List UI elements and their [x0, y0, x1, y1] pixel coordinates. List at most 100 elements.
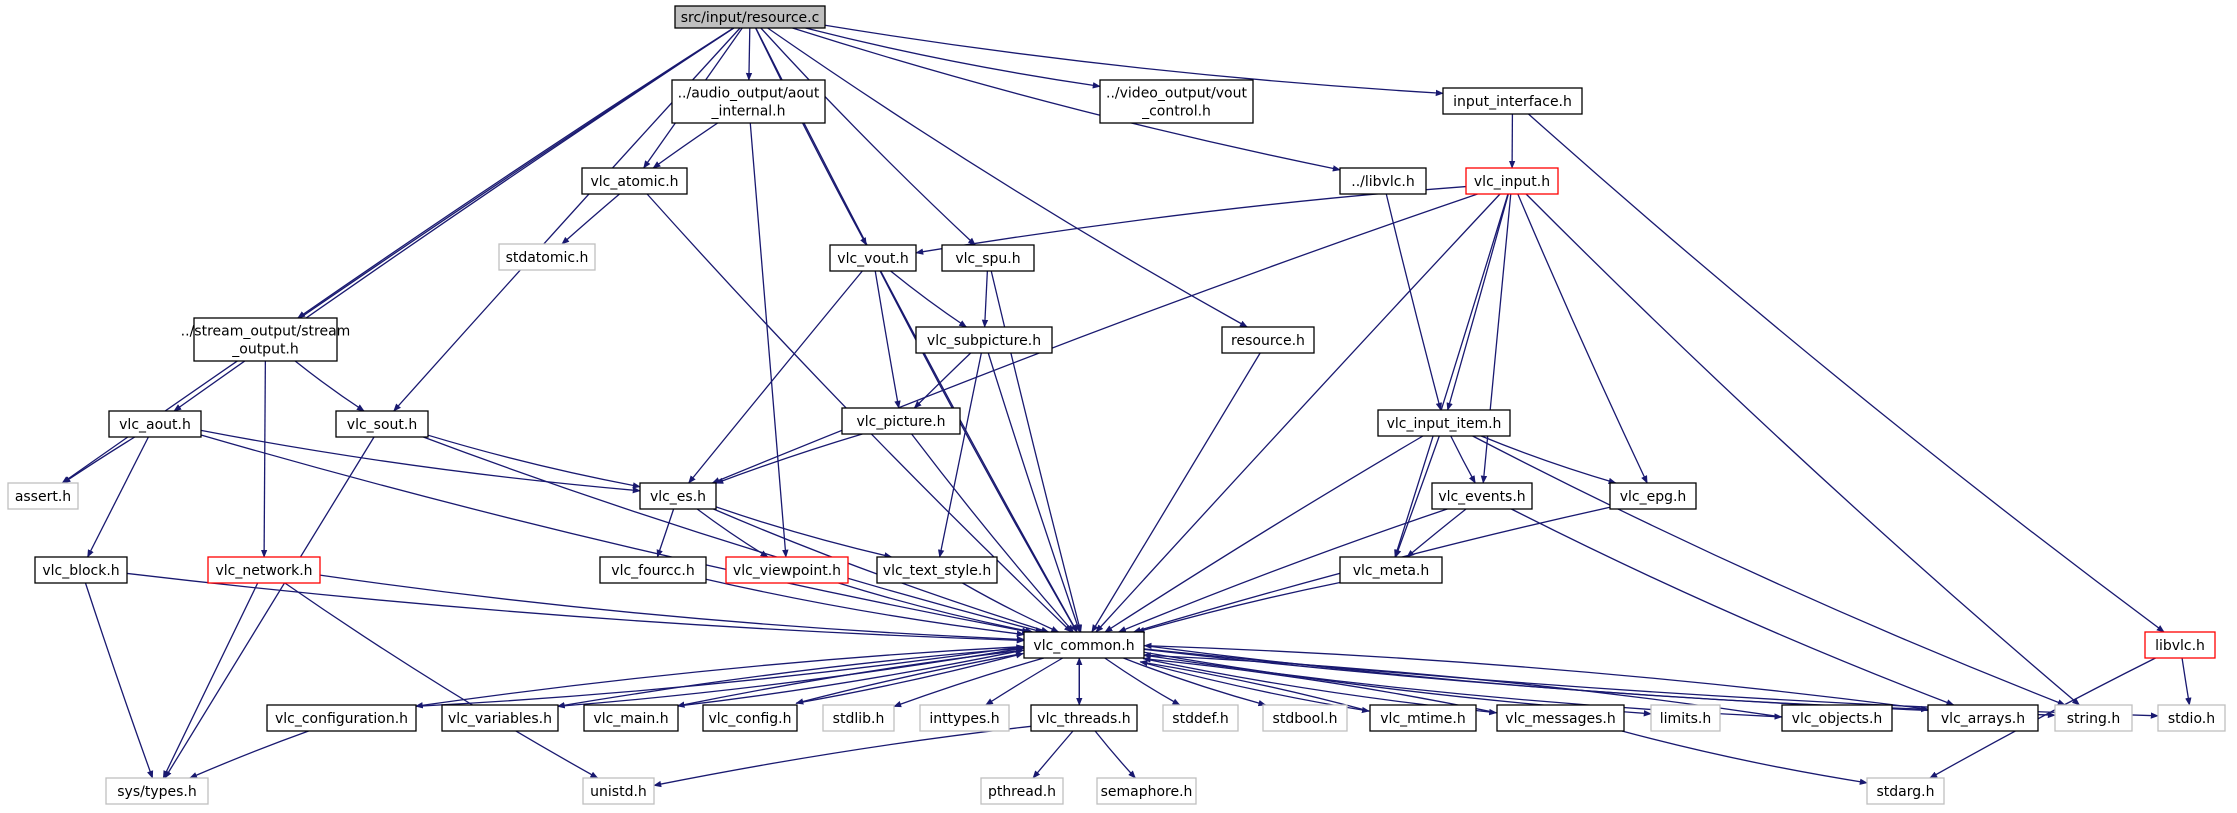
node-stream_output[interactable]: ../stream_output/stream_output.h: [181, 317, 351, 362]
node-vlc_viewpoint[interactable]: vlc_viewpoint.h: [725, 556, 849, 584]
node-vlc_input[interactable]: vlc_input.h: [1465, 167, 1559, 195]
node-box-string: [2054, 704, 2133, 732]
edge-vlc_input_item-to-vlc_meta: [1395, 435, 1440, 558]
node-label-vout_control-0: ../video_output/vout: [1106, 86, 1247, 102]
node-box-vlc_configuration: [266, 704, 417, 732]
node-input_interface[interactable]: input_interface.h: [1442, 87, 1583, 115]
node-libvlc_h[interactable]: libvlc.h: [2144, 631, 2216, 659]
node-box-unistd: [582, 777, 655, 805]
node-box-vlc_fourcc: [599, 556, 707, 584]
node-vlc_config[interactable]: vlc_config.h: [702, 704, 798, 732]
node-vlc_aout[interactable]: vlc_aout.h: [108, 410, 202, 438]
node-label-stream_output-0: ../stream_output/stream: [181, 324, 351, 340]
node-resource_h[interactable]: resource.h: [1221, 326, 1315, 354]
node-vlc_spu[interactable]: vlc_spu.h: [941, 244, 1035, 272]
node-resource_c[interactable]: src/input/resource.c: [674, 5, 826, 29]
node-vlc_main[interactable]: vlc_main.h: [583, 704, 679, 732]
node-label-vlc_block-0: vlc_block.h: [42, 563, 119, 579]
edge-vlc_events-to-vlc_common: [1117, 508, 1448, 633]
node-box-stdio: [2157, 704, 2226, 732]
node-vlc_block[interactable]: vlc_block.h: [34, 556, 128, 584]
node-vlc_fourcc[interactable]: vlc_fourcc.h: [599, 556, 707, 584]
node-vout_control[interactable]: ../video_output/vout_control.h: [1099, 79, 1254, 124]
node-vlc_text_style[interactable]: vlc_text_style.h: [876, 556, 998, 584]
node-vlc_picture[interactable]: vlc_picture.h: [841, 407, 961, 435]
node-vlc_common[interactable]: vlc_common.h: [1023, 631, 1145, 659]
node-vlc_input_item[interactable]: vlc_input_item.h: [1377, 409, 1511, 437]
node-stdio[interactable]: stdio.h: [2157, 704, 2226, 732]
edge-vlc_sout-to-vlc_es: [427, 434, 641, 489]
node-vlc_es[interactable]: vlc_es.h: [639, 482, 717, 510]
edge-vlc_spu-to-vlc_common: [990, 270, 1083, 633]
edge-aout_internal-to-vlc_atomic: [652, 122, 719, 169]
node-aout_internal[interactable]: ../audio_output/aout_internal.h: [671, 79, 826, 124]
edge-vlc_input_item-to-vlc_epg: [1480, 435, 1617, 485]
node-box-vlc_block: [34, 556, 128, 584]
node-label-vlc_aout-0: vlc_aout.h: [119, 417, 191, 433]
node-semaphore[interactable]: semaphore.h: [1096, 777, 1197, 805]
edge-vlc_messages-to-stdarg: [1621, 730, 1868, 785]
edge-vlc_aout-to-assert: [62, 436, 136, 484]
node-label-vlc_variables-0: vlc_variables.h: [448, 711, 552, 727]
node-box-vout_control: [1099, 79, 1254, 124]
node-label-limits-0: limits.h: [1660, 711, 1711, 727]
node-box-vlc_sout: [335, 410, 429, 438]
node-pthread[interactable]: pthread.h: [980, 777, 1064, 805]
edge-vlc_viewpoint-to-vlc_common: [838, 582, 1034, 634]
edge-vlc_vout-to-vlc_es: [688, 270, 863, 484]
node-vlc_sout[interactable]: vlc_sout.h: [335, 410, 429, 438]
edge-resource_c-to-aout_internal: [745, 27, 753, 81]
edge-resource_c-to-vout_control: [805, 27, 1101, 89]
node-string[interactable]: string.h: [2054, 704, 2133, 732]
node-stddef[interactable]: stddef.h: [1162, 704, 1239, 732]
node-label-stdlib-0: stdlib.h: [833, 711, 885, 727]
node-vlc_mtime[interactable]: vlc_mtime.h: [1369, 704, 1477, 732]
edge-vlc_picture-to-vlc_es: [715, 433, 863, 484]
node-vlc_threads[interactable]: vlc_threads.h: [1030, 704, 1138, 732]
edge-vlc_subpicture-to-vlc_picture: [913, 352, 972, 409]
node-label-vlc_common-0: vlc_common.h: [1033, 638, 1134, 654]
node-vlc_meta[interactable]: vlc_meta.h: [1339, 556, 1443, 584]
edge-vlc_main-to-vlc_common: [677, 648, 1025, 707]
edge-vlc_spu-to-vlc_subpicture: [981, 270, 989, 328]
edge-vlc_events-to-vlc_arrays: [1511, 508, 1955, 706]
node-stdatomic[interactable]: stdatomic.h: [498, 243, 596, 271]
node-box-sys_types: [105, 777, 209, 805]
node-stdarg[interactable]: stdarg.h: [1866, 777, 1945, 805]
edge-vlc_subpicture-to-vlc_common: [987, 352, 1081, 633]
node-vlc_network[interactable]: vlc_network.h: [207, 556, 321, 584]
node-vlc_subpicture[interactable]: vlc_subpicture.h: [915, 326, 1053, 354]
node-inttypes[interactable]: inttypes.h: [919, 704, 1010, 732]
node-vlc_objects[interactable]: vlc_objects.h: [1781, 704, 1893, 732]
node-label-stdatomic-0: stdatomic.h: [506, 250, 589, 266]
node-vlc_arrays[interactable]: vlc_arrays.h: [1927, 704, 2039, 732]
node-vlc_vout[interactable]: vlc_vout.h: [829, 244, 917, 272]
node-vlc_epg[interactable]: vlc_epg.h: [1609, 482, 1697, 510]
node-box-vlc_meta: [1339, 556, 1443, 584]
node-unistd[interactable]: unistd.h: [582, 777, 655, 805]
edge-input_interface-to-libvlc_h: [1528, 113, 2165, 633]
node-label-vlc_subpicture-0: vlc_subpicture.h: [927, 333, 1041, 349]
node-limits[interactable]: limits.h: [1650, 704, 1721, 732]
node-libvlc_rel[interactable]: ../libvlc.h: [1339, 167, 1427, 195]
node-sys_types[interactable]: sys/types.h: [105, 777, 209, 805]
node-stdlib[interactable]: stdlib.h: [822, 704, 895, 732]
node-vlc_events[interactable]: vlc_events.h: [1431, 482, 1533, 510]
node-box-vlc_common: [1023, 631, 1145, 659]
edge-vlc_mtime-to-vlc_common: [1139, 659, 1370, 712]
node-vlc_configuration[interactable]: vlc_configuration.h: [266, 704, 417, 732]
node-box-vlc_config: [702, 704, 798, 732]
node-label-unistd-0: unistd.h: [590, 784, 647, 800]
node-stdbool[interactable]: stdbool.h: [1262, 704, 1348, 732]
node-assert[interactable]: assert.h: [7, 482, 79, 510]
edge-vlc_aout-to-vlc_block: [87, 436, 149, 558]
node-vlc_variables[interactable]: vlc_variables.h: [441, 704, 559, 732]
node-box-stdlib: [822, 704, 895, 732]
node-label-vlc_text_style-0: vlc_text_style.h: [883, 563, 991, 579]
node-box-vlc_vout: [829, 244, 917, 272]
node-vlc_messages[interactable]: vlc_messages.h: [1496, 704, 1625, 732]
node-vlc_atomic[interactable]: vlc_atomic.h: [581, 167, 688, 195]
edge-vlc_common-to-stdlib: [893, 657, 1045, 708]
edge-resource_c-to-vlc_vout: [755, 27, 867, 246]
node-label-resource_c-0: src/input/resource.c: [681, 10, 820, 26]
